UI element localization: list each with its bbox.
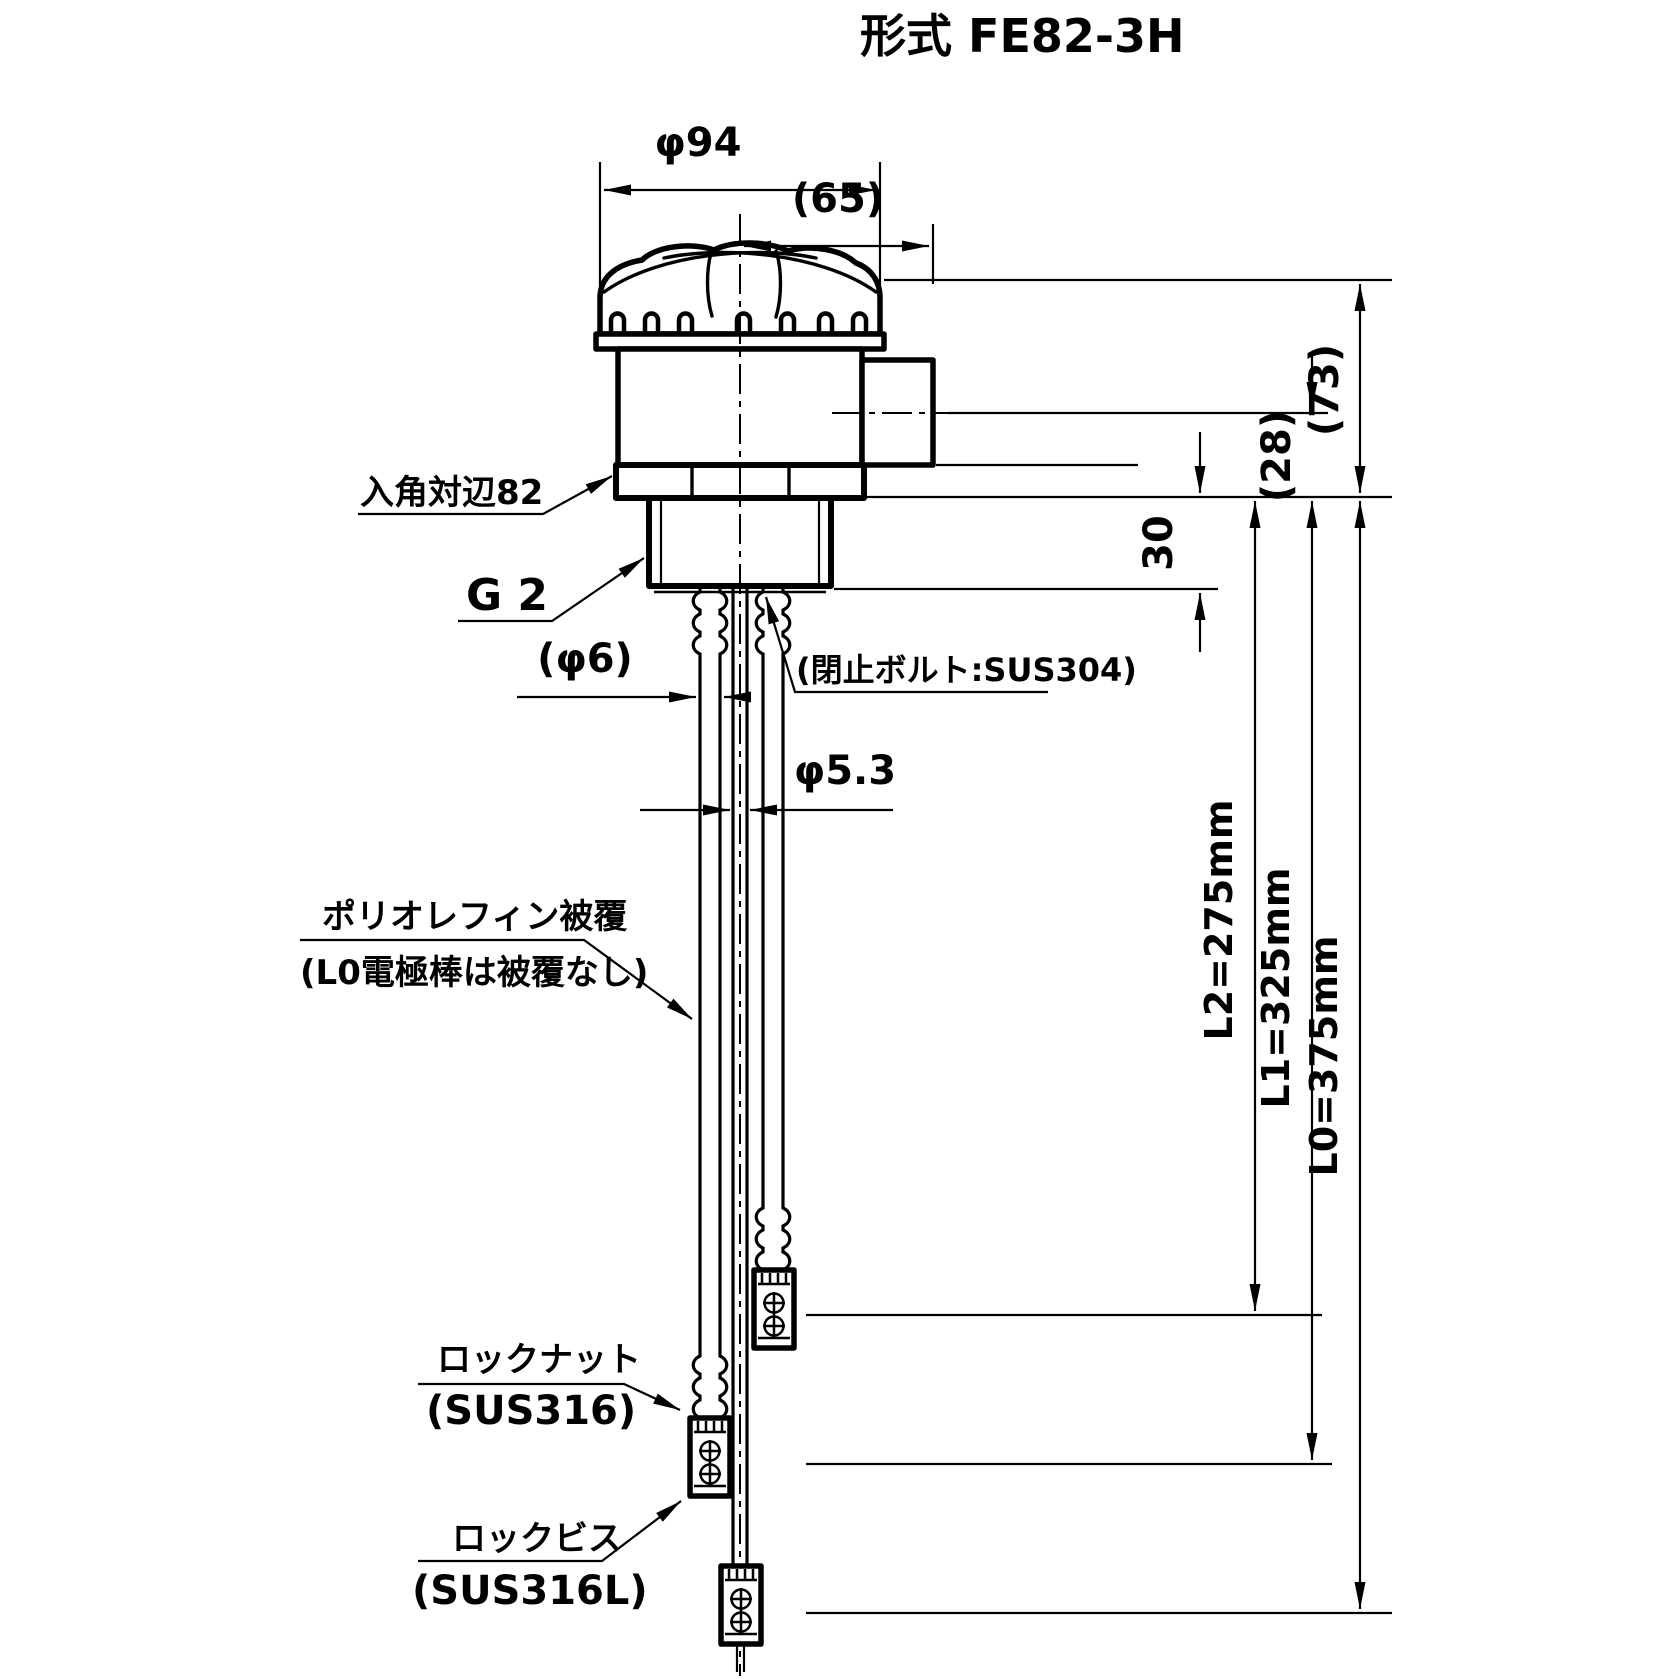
cap-knob-chord-right	[662, 250, 878, 294]
leader-plug-bolt	[764, 596, 1048, 694]
dimension-lines	[517, 184, 1366, 1610]
label-lock-screw: ロックビス	[452, 1519, 622, 1559]
leader-thread	[458, 557, 645, 623]
leader-lines	[300, 475, 1048, 1563]
dim-coated-dia: (φ6)	[537, 636, 633, 682]
rod-l1-coating-bumps-bottom	[691, 1354, 729, 1420]
dim-l0: L0=375mm	[1302, 935, 1346, 1176]
dim-l1: L1=325mm	[1254, 867, 1298, 1108]
drawing-title: 形式 FE82-3H	[860, 9, 1184, 63]
leader-hex	[358, 475, 613, 516]
rod-l2-coating-bumps-bottom	[754, 1206, 792, 1272]
dim-conduit-center: (28)	[1254, 410, 1300, 502]
dim-thread-len: 30	[1136, 515, 1182, 571]
electrode-head	[593, 240, 936, 594]
dim-l2: L2=275mm	[1197, 799, 1241, 1040]
dim-cap-dia: φ94	[655, 120, 742, 166]
cap-knob-lobe-lines	[705, 248, 783, 319]
lock-nut-l1	[690, 1418, 730, 1496]
label-coating-line2: (L0電極棒は被覆なし)	[300, 953, 648, 993]
cap-knurl-slots	[608, 311, 869, 337]
dim-bare-dia: φ5.3	[794, 748, 896, 794]
dim-head-height: (73)	[1302, 344, 1348, 436]
label-plug-bolt: (閉止ボルト:SUS304)	[796, 651, 1137, 689]
extension-lines	[598, 162, 1392, 1615]
leader-coating	[300, 938, 693, 1020]
label-hex-across-flats: 入角対辺82	[360, 473, 543, 513]
label-coating-line1: ポリオレフィン被覆	[322, 897, 627, 937]
electrode-rods	[691, 584, 792, 1568]
dim-conduit-offset: (65)	[792, 176, 884, 222]
label-thread: G 2	[466, 570, 548, 621]
label-lock-screw-material: (SUS316L)	[412, 1568, 648, 1614]
label-lock-nut-material: (SUS316)	[426, 1388, 636, 1434]
lock-nut-l0	[721, 1566, 761, 1644]
rod-l2-coating-bumps-top	[754, 590, 792, 656]
leader-lock-screw	[418, 1500, 682, 1563]
rod-l1-coating-bumps-top	[691, 590, 729, 656]
lock-nut-l2	[754, 1270, 794, 1348]
leader-lock-nut	[418, 1382, 681, 1411]
label-lock-nut: ロックナット	[437, 1340, 641, 1380]
